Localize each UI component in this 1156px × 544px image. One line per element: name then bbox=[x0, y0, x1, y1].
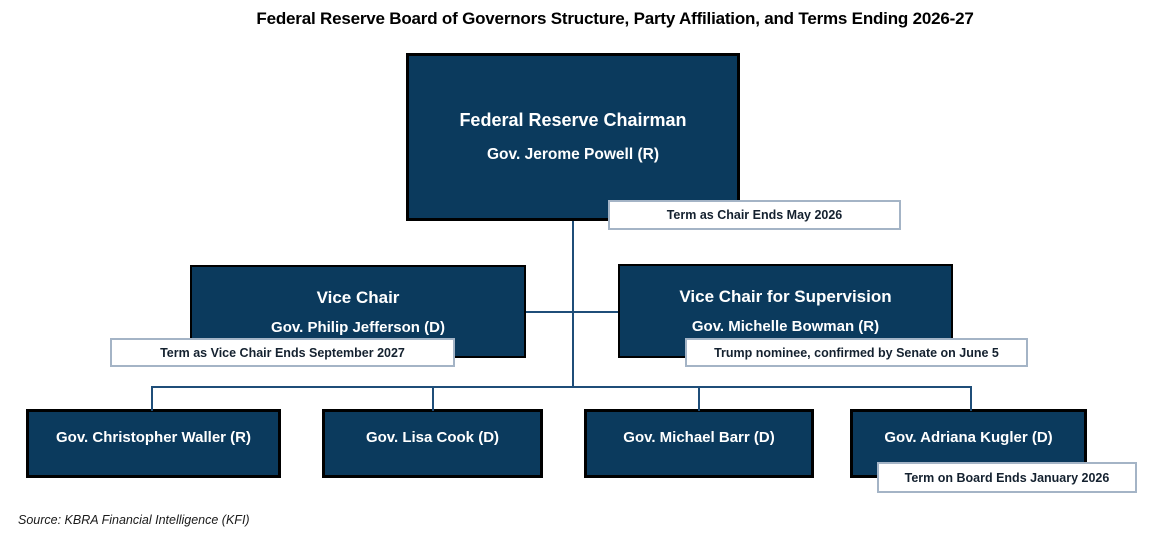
org-node-vice-chair-supervision: Vice Chair for Supervision Gov. Michelle… bbox=[618, 264, 953, 358]
callout-chairman-term: Term as Chair Ends May 2026 bbox=[608, 200, 901, 230]
vice-chair-name-label: Gov. Philip Jefferson (D) bbox=[271, 318, 445, 336]
connector-stub-waller bbox=[151, 386, 153, 411]
vice-chair-role-label: Vice Chair bbox=[316, 287, 400, 307]
governor-name-label: Gov. Christopher Waller (R) bbox=[55, 429, 251, 446]
chairman-role-label: Federal Reserve Chairman bbox=[459, 110, 687, 130]
governor-name-label: Gov. Adriana Kugler (D) bbox=[884, 429, 1053, 446]
org-node-governor-barr: Gov. Michael Barr (D) bbox=[584, 409, 814, 478]
governor-name-label: Gov. Michael Barr (D) bbox=[623, 429, 775, 446]
chart-title: Federal Reserve Board of Governors Struc… bbox=[256, 9, 974, 28]
connector-stub-cook bbox=[432, 386, 434, 411]
connector-governors-rail bbox=[151, 386, 972, 388]
connector-stub-kugler bbox=[970, 386, 972, 411]
chairman-name-label: Gov. Jerome Powell (R) bbox=[487, 146, 659, 163]
callout-kugler-term: Term on Board Ends January 2026 bbox=[877, 462, 1137, 493]
org-node-chairman: Federal Reserve Chairman Gov. Jerome Pow… bbox=[406, 53, 740, 221]
org-node-governor-cook: Gov. Lisa Cook (D) bbox=[322, 409, 543, 478]
callout-bowman-confirmation: Trump nominee, confirmed by Senate on Ju… bbox=[685, 338, 1028, 367]
connector-stub-barr bbox=[698, 386, 700, 411]
vice-chair-supervision-name-label: Gov. Michelle Bowman (R) bbox=[691, 318, 880, 335]
org-node-governor-waller: Gov. Christopher Waller (R) bbox=[26, 409, 281, 478]
connector-chairman-down bbox=[572, 221, 574, 388]
vice-chair-supervision-role-label: Vice Chair for Supervision bbox=[679, 287, 892, 306]
governor-name-label: Gov. Lisa Cook (D) bbox=[365, 429, 500, 446]
connector-vice-chairs bbox=[526, 311, 618, 313]
source-note: Source: KBRA Financial Intelligence (KFI… bbox=[18, 513, 250, 527]
callout-vice-chair-term: Term as Vice Chair Ends September 2027 bbox=[110, 338, 455, 367]
